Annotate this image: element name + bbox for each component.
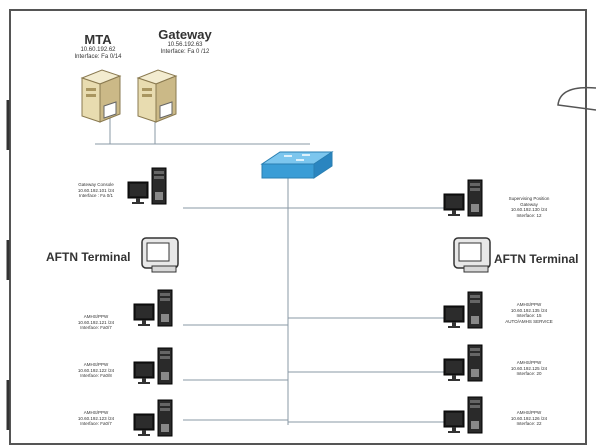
ws-left-1-icon bbox=[133, 289, 173, 327]
right-ws1-line1: AMHS/PPW bbox=[516, 302, 542, 307]
left-ws1-line1: AMHS/PPW bbox=[83, 314, 109, 319]
right-ws1-line3: Interface: 15 bbox=[516, 313, 542, 318]
ws-left-2-icon bbox=[133, 347, 173, 385]
ws-right-1-icon bbox=[443, 291, 483, 329]
network-switch bbox=[260, 151, 334, 179]
right-ws3-line3: Interface: 22 bbox=[516, 421, 542, 426]
right-ws3-line2: 10.60.192.126 /24 bbox=[510, 415, 548, 421]
mta-iface: Interface: Fa 0/14 bbox=[74, 54, 122, 60]
gateway-iface: Interface: Fa 0 /12 bbox=[160, 49, 210, 55]
server-mta bbox=[80, 69, 122, 123]
left-ws1-line2: 10.60.192.121 /24 bbox=[77, 319, 115, 325]
gateway-console-label: Gateway Console 10.60.192.101 /24 Interf… bbox=[56, 182, 136, 199]
left-ws2-label: AMHS/PPW 10.60.192.122 /24 Interface: Fa… bbox=[66, 362, 126, 379]
aftn-terminal-right-icon bbox=[453, 237, 491, 273]
gateway-label: Gateway 10.56.192.63 Interface: Fa 0 /12 bbox=[140, 27, 230, 56]
right-ws2-label: AMHS/PPW 10.60.192.125 /24 Interface: 20 bbox=[494, 360, 564, 377]
gateway-name: Gateway bbox=[158, 27, 212, 42]
ws-right-3-icon bbox=[443, 396, 483, 434]
corner-arc bbox=[557, 86, 596, 111]
workstations-group bbox=[127, 167, 483, 437]
right-ws1-label: AMHS/PPW 10.60.192.135 /24 Interface: 15… bbox=[494, 302, 564, 324]
left-ws1-line3: Interface: Fa0/7 bbox=[80, 325, 112, 330]
left-ws3-label: AMHS/PPW 10.60.192.123 /24 Interface: Fa… bbox=[66, 410, 126, 427]
left-ws2-line2: 10.60.192.122 /24 bbox=[77, 367, 115, 373]
supervisor-label: Supervising Position Gateway 10.60.192.1… bbox=[494, 196, 564, 218]
supervisor-line4: Interface: 12 bbox=[516, 212, 542, 218]
left-ws3-line1: AMHS/PPW bbox=[83, 410, 109, 415]
right-ws1-line4: AUTO/AMHS SERVICE bbox=[505, 318, 553, 324]
supervisor-line3: 10.60.192.130 /24 bbox=[510, 207, 548, 212]
right-ws3-line1: AMHS/PPW bbox=[516, 410, 542, 415]
right-ws2-line3: Interface: 20 bbox=[516, 371, 542, 376]
right-ws2-line1: AMHS/PPW bbox=[516, 360, 542, 365]
left-ws3-line2: 10.60.192.123 /24 bbox=[77, 415, 115, 421]
mta-ip: 10.60.192.62 bbox=[80, 47, 116, 53]
aftn-terminal-left-label: AFTN Terminal bbox=[46, 250, 131, 264]
left-ws2-line3: Interface: Fa0/8 bbox=[80, 373, 112, 378]
network-links bbox=[95, 110, 448, 425]
supervisor-line1: Supervising Position bbox=[508, 196, 550, 201]
ws-right-2-icon bbox=[443, 344, 483, 382]
right-ws2-line2: 10.60.192.125 /24 bbox=[510, 365, 548, 371]
left-ws3-line3: Interface: Fa0/7 bbox=[80, 421, 112, 426]
gateway-ip: 10.56.192.63 bbox=[167, 42, 203, 48]
aftn-terminal-left-icon bbox=[141, 237, 179, 273]
server-gateway bbox=[136, 69, 178, 123]
mta-label: MTA 10.60.192.62 Interface: Fa 0/14 bbox=[52, 32, 144, 61]
diagram-frame bbox=[9, 9, 587, 445]
gateway-console-line1: Gateway Console bbox=[78, 182, 114, 187]
mta-name: MTA bbox=[84, 32, 112, 47]
ws-left-3-icon bbox=[133, 399, 173, 437]
ws-gateway-console-icon bbox=[127, 167, 167, 205]
aftn-terminal-right-label: AFTN Terminal bbox=[494, 252, 579, 266]
ws-supervisor-icon bbox=[443, 179, 483, 217]
gateway-console-line3: Interface : Fa 0/1 bbox=[78, 193, 114, 198]
left-ws2-line1: AMHS/PPW bbox=[83, 362, 109, 367]
gateway-console-line2: 10.60.192.101 /24 bbox=[77, 187, 115, 193]
right-ws3-label: AMHS/PPW 10.60.192.126 /24 Interface: 22 bbox=[494, 410, 564, 427]
right-ws1-line2: 10.60.192.135 /24 bbox=[510, 307, 548, 313]
supervisor-line2: Gateway bbox=[520, 201, 538, 207]
left-ws1-label: AMHS/PPW 10.60.192.121 /24 Interface: Fa… bbox=[66, 314, 126, 331]
